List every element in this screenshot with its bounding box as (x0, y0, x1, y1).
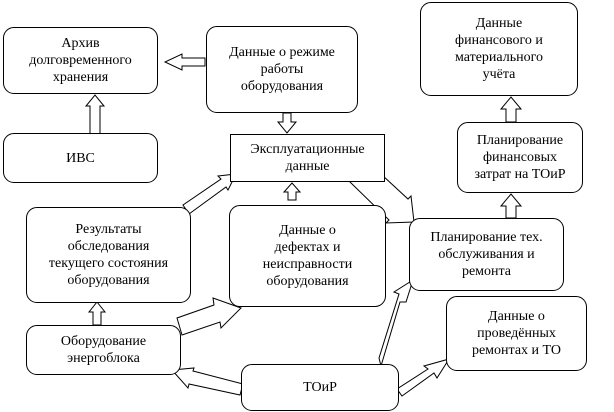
arrow-maintenance-to-financial (499, 193, 523, 219)
arrow-survey-to-operational (182, 173, 237, 215)
arrow-power-to-survey (87, 301, 107, 326)
financial-data-box: Данные финансового и материального учёта (420, 2, 578, 96)
operating-mode-box: Данные о режиме работы оборудования (206, 26, 358, 113)
archive-box: Архив долговременного хранения (3, 27, 158, 94)
operational-data-box: Эксплуатационные данные (230, 134, 385, 182)
arrow-toir-to-power (170, 367, 244, 396)
arrow-mode-to-operational (276, 112, 298, 134)
arrow-planning-to-financial (499, 96, 523, 123)
power-unit-box: Оборудование энергоблока (26, 325, 181, 375)
toir-box: ТОиР (241, 364, 399, 411)
arrow-toir-to-maintenance (378, 278, 414, 368)
arrow-mode-to-archive (163, 53, 206, 71)
arrow-defects-to-operational (282, 182, 302, 201)
arrow-ivs-to-archive (84, 94, 106, 135)
financial-planning-box: Планирование финансовых затрат на ТОиР (457, 122, 583, 193)
arrow-toir-to-repairs (396, 358, 451, 397)
ivs-box: ИВС (3, 133, 158, 183)
defects-data-box: Данные о дефектах и неисправности оборуд… (229, 205, 386, 307)
repairs-data-box: Данные о проведённых ремонтах и ТО (446, 296, 587, 371)
arrow-power-to-defects (176, 297, 242, 336)
survey-results-box: Результаты обследования текущего состоян… (26, 207, 191, 303)
maintenance-planning-box: Планирование тех. обслуживания и ремонта (409, 218, 564, 291)
